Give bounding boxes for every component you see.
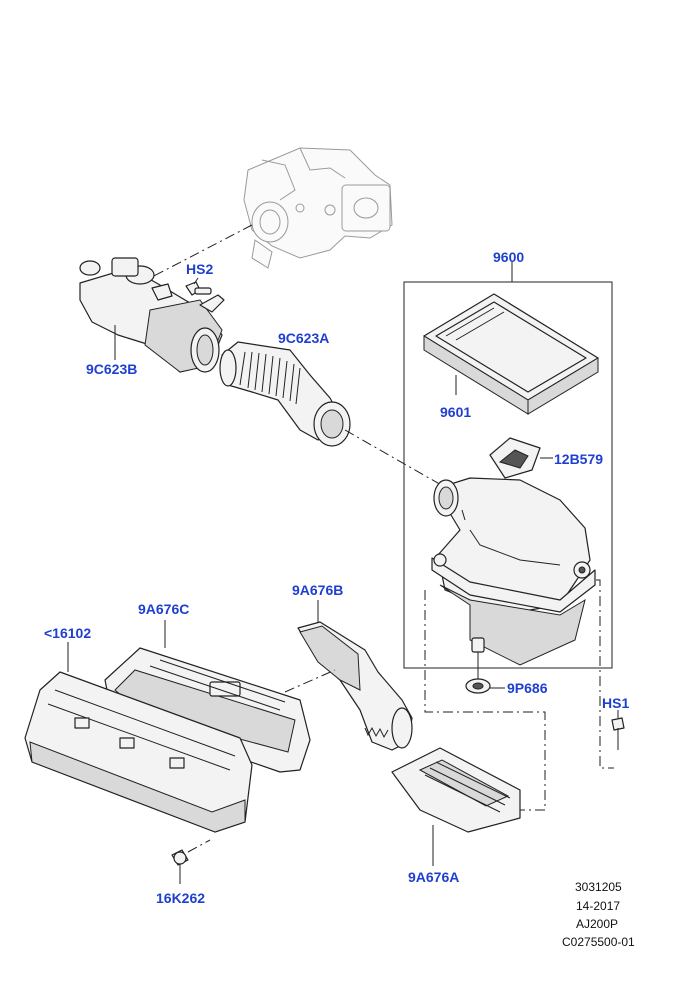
fastener-16K262 <box>171 839 211 884</box>
resonator-9C623B <box>79 257 225 373</box>
front-duct-9A676C <box>104 620 311 773</box>
air-box-housing <box>431 477 596 666</box>
grommet-9P686 <box>465 652 505 694</box>
label-16102: <16102 <box>44 625 91 641</box>
label-HS2: HS2 <box>186 261 213 277</box>
assembly-bracket-9600 <box>403 281 613 669</box>
label-HS1: HS1 <box>602 695 629 711</box>
turbo-to-resonator-centerline <box>149 224 253 279</box>
shroud-panel-16102 <box>24 642 253 833</box>
air-filter-element-9601 <box>423 293 599 415</box>
reference-illustration-id: C0275500-01 <box>562 935 635 949</box>
reference-engine-code: AJ200P <box>576 917 618 931</box>
turbocharger-ghost <box>243 147 393 269</box>
reference-number: 3031205 <box>575 880 622 894</box>
reference-date: 14-2017 <box>576 899 620 913</box>
label-9600: 9600 <box>493 249 524 265</box>
lower-duct-9A676A <box>391 747 521 866</box>
label-9C623A: 9C623A <box>278 330 329 346</box>
airbox-to-duct-centerline <box>424 590 546 811</box>
label-9A676C: 9A676C <box>138 601 189 617</box>
label-9C623B: 9C623B <box>86 361 137 377</box>
hs1-centerline <box>596 579 614 769</box>
intake-duct-9A676B <box>297 600 413 751</box>
label-12B579: 12B579 <box>554 451 603 467</box>
reference-block: 3031205 14-2017 AJ200P C0275500-01 <box>562 880 635 949</box>
front-duct-to-intake-centerline <box>284 669 336 693</box>
label-9A676B: 9A676B <box>292 582 343 598</box>
label-16K262: 16K262 <box>156 890 205 906</box>
screw-HS2 <box>185 277 212 296</box>
label-9A676A: 9A676A <box>408 869 459 885</box>
bolt-HS1 <box>611 710 625 750</box>
label-9P686: 9P686 <box>507 680 548 696</box>
mass-airflow-sensor-12B579 <box>489 437 553 479</box>
hose-to-airbox-centerline <box>344 429 451 491</box>
label-9601: 9601 <box>440 404 471 420</box>
hose-9C623A <box>219 341 351 447</box>
